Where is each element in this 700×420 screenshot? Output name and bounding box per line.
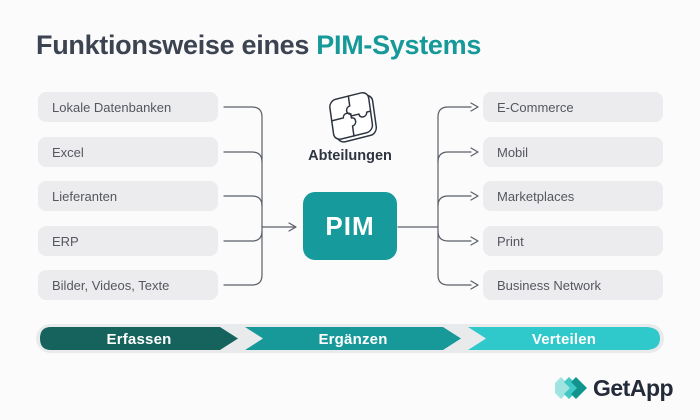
process-step-label-verteilen: Verteilen bbox=[531, 331, 597, 348]
source-label: ERP bbox=[52, 233, 79, 249]
process-step-shape-erfassen bbox=[40, 327, 238, 350]
channel-node: Business Network bbox=[483, 270, 663, 300]
source-node: Excel bbox=[38, 137, 218, 167]
channel-label: Print bbox=[497, 233, 524, 249]
departments-label: Abteilungen bbox=[308, 148, 392, 164]
pim-hub-label: PIM bbox=[325, 210, 375, 241]
getapp-logo-text: GetApp bbox=[593, 374, 674, 401]
source-node: Lieferanten bbox=[38, 181, 218, 211]
channel-label: Marketplaces bbox=[497, 188, 575, 204]
channel-node: Print bbox=[483, 226, 663, 256]
source-label: Lieferanten bbox=[52, 188, 118, 204]
channel-label: E-Commerce bbox=[497, 99, 574, 115]
process-bar bbox=[36, 324, 664, 353]
title-highlight: PIM-Systems bbox=[316, 30, 482, 60]
process-step-shape-verteilen bbox=[468, 327, 660, 350]
channel-label: Mobil bbox=[497, 144, 529, 160]
page-title: Funktionsweise eines PIM-Systems bbox=[36, 30, 481, 61]
channel-node: Mobil bbox=[483, 137, 663, 167]
source-label: Bilder, Videos, Texte bbox=[52, 277, 170, 293]
source-node: ERP bbox=[38, 226, 218, 256]
title-prefix: Funktionsweise eines bbox=[36, 30, 317, 60]
getapp-logo: GetApp bbox=[554, 373, 674, 403]
channel-node: E-Commerce bbox=[483, 92, 663, 122]
puzzle-icon bbox=[329, 91, 378, 143]
process-step-label-ergaenzen: Ergänzen bbox=[318, 331, 388, 348]
channel-node: Marketplaces bbox=[483, 181, 663, 211]
triple-chevron-icon bbox=[555, 377, 587, 399]
source-label: Lokale Datenbanken bbox=[52, 99, 172, 115]
pim-hub: PIM bbox=[303, 192, 397, 260]
source-label: Excel bbox=[52, 144, 84, 160]
source-node: Lokale Datenbanken bbox=[38, 92, 218, 122]
channel-label: Business Network bbox=[497, 277, 602, 293]
process-step-shape-ergaenzen bbox=[245, 327, 461, 350]
process-step-label-erfassen: Erfassen bbox=[106, 331, 172, 348]
source-node: Bilder, Videos, Texte bbox=[38, 270, 218, 300]
